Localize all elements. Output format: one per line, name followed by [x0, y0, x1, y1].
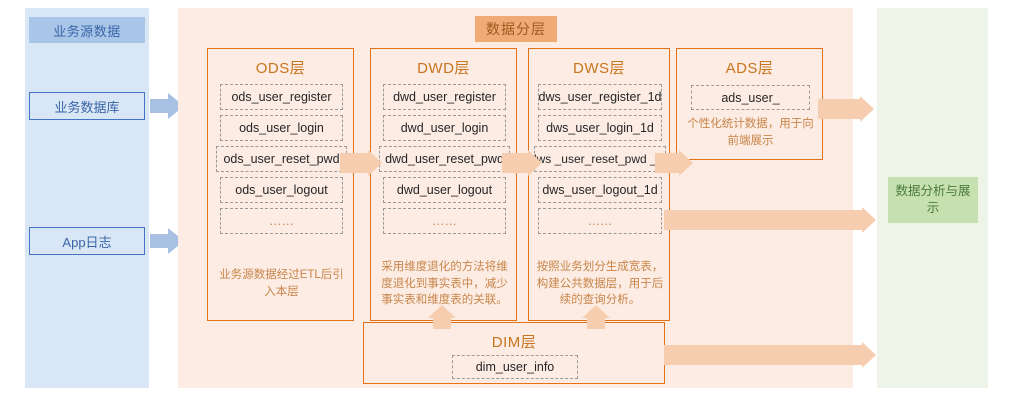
arrow-shaft: [150, 99, 170, 113]
arrow-ads-to-output: [818, 96, 878, 122]
data-layering-panel: [178, 8, 853, 388]
source-data-panel: [25, 8, 149, 388]
layer-title-ods: ODS层: [255, 60, 306, 77]
arrow-head: [862, 342, 876, 368]
layer-title-dws: DWS层: [573, 60, 625, 77]
layer-box-dws[interactable]: DWS层 dws_user_register_1d dws_user_login…: [528, 48, 670, 321]
table-item[interactable]: ……: [383, 208, 506, 234]
arrow-dim-to-dws: [578, 305, 614, 329]
table-item[interactable]: ……: [538, 208, 662, 234]
source-box-business-db[interactable]: 业务数据库: [29, 92, 145, 120]
arrow-head: [428, 305, 456, 318]
table-item[interactable]: dim_user_info: [452, 355, 578, 379]
layer-box-dim[interactable]: DIM层 dim_user_info: [363, 322, 665, 384]
arrow-dwd-to-dws: [502, 150, 542, 176]
layer-box-ads[interactable]: ADS层 ads_user_ 个性化统计数据，用于向前端展示: [676, 48, 823, 160]
layer-description-ods: 业务源数据经过ETL后引入本层: [219, 269, 344, 298]
data-layering-title: 数据分层: [475, 16, 557, 42]
arrow-shaft: [502, 153, 528, 173]
table-item[interactable]: dwd_user_register: [383, 84, 506, 110]
arrow-head: [862, 207, 876, 233]
table-item[interactable]: ods_user_register: [220, 84, 343, 110]
arrow-shaft: [664, 210, 862, 230]
table-item[interactable]: ……: [220, 208, 343, 234]
table-item[interactable]: dwd_user_logout: [383, 177, 506, 203]
arrow-shaft: [664, 345, 862, 365]
table-item[interactable]: dwd_user_login: [383, 115, 506, 141]
table-item[interactable]: dwd_user_reset_pwd: [379, 146, 510, 172]
table-item[interactable]: dws_user_register_1d: [538, 84, 662, 110]
layer-description-dws: 按照业务划分生成宽表，构建公共数据层，用于后续的查询分析。: [536, 261, 664, 307]
table-item[interactable]: ods_user_logout: [220, 177, 343, 203]
arrow-dim-to-output: [664, 342, 880, 368]
table-item[interactable]: ods_user_reset_pwd: [216, 146, 347, 172]
source-box-app-log[interactable]: App日志: [29, 227, 145, 255]
arrow-dws-to-output: [664, 207, 880, 233]
arrow-dws-to-ads: [655, 150, 693, 176]
table-item[interactable]: ads_user_: [691, 85, 810, 110]
output-box-analysis-display[interactable]: 数据分析与展示: [888, 177, 978, 223]
layer-box-dwd[interactable]: DWD层 dwd_user_register dwd_user_login dw…: [370, 48, 517, 321]
arrow-head: [528, 150, 542, 176]
layer-description-ads: 个性化统计数据，用于向前端展示: [687, 118, 814, 147]
arrow-dim-to-dwd: [424, 305, 460, 329]
layer-description-dwd: 采用维度退化的方法将维度退化到事实表中，减少事实表和维度表的关联。: [381, 261, 508, 307]
arrow-shaft: [587, 315, 605, 329]
arrow-shaft: [340, 153, 368, 173]
arrow-shaft: [655, 153, 679, 173]
arrow-shaft: [818, 99, 860, 119]
table-item[interactable]: ods_user_login: [220, 115, 343, 141]
table-item[interactable]: dws_user_login_1d: [538, 115, 662, 141]
layer-box-ods[interactable]: ODS层 ods_user_register ods_user_login od…: [207, 48, 354, 321]
layer-title-dwd: DWD层: [417, 60, 470, 77]
table-item[interactable]: dws _user_reset_pwd _1d: [530, 146, 670, 172]
arrow-head: [860, 96, 874, 122]
arrow-head: [582, 305, 610, 318]
arrow-head: [368, 150, 382, 176]
source-panel-header: 业务源数据: [29, 17, 145, 43]
layer-title-ads: ADS层: [725, 60, 774, 77]
arrow-head: [679, 150, 693, 176]
arrow-shaft: [433, 315, 451, 329]
arrow-shaft: [150, 234, 170, 248]
table-item[interactable]: dws_user_logout_1d: [538, 177, 662, 203]
arrow-ods-to-dwd: [340, 150, 382, 176]
layer-title-dim: DIM层: [491, 334, 537, 351]
